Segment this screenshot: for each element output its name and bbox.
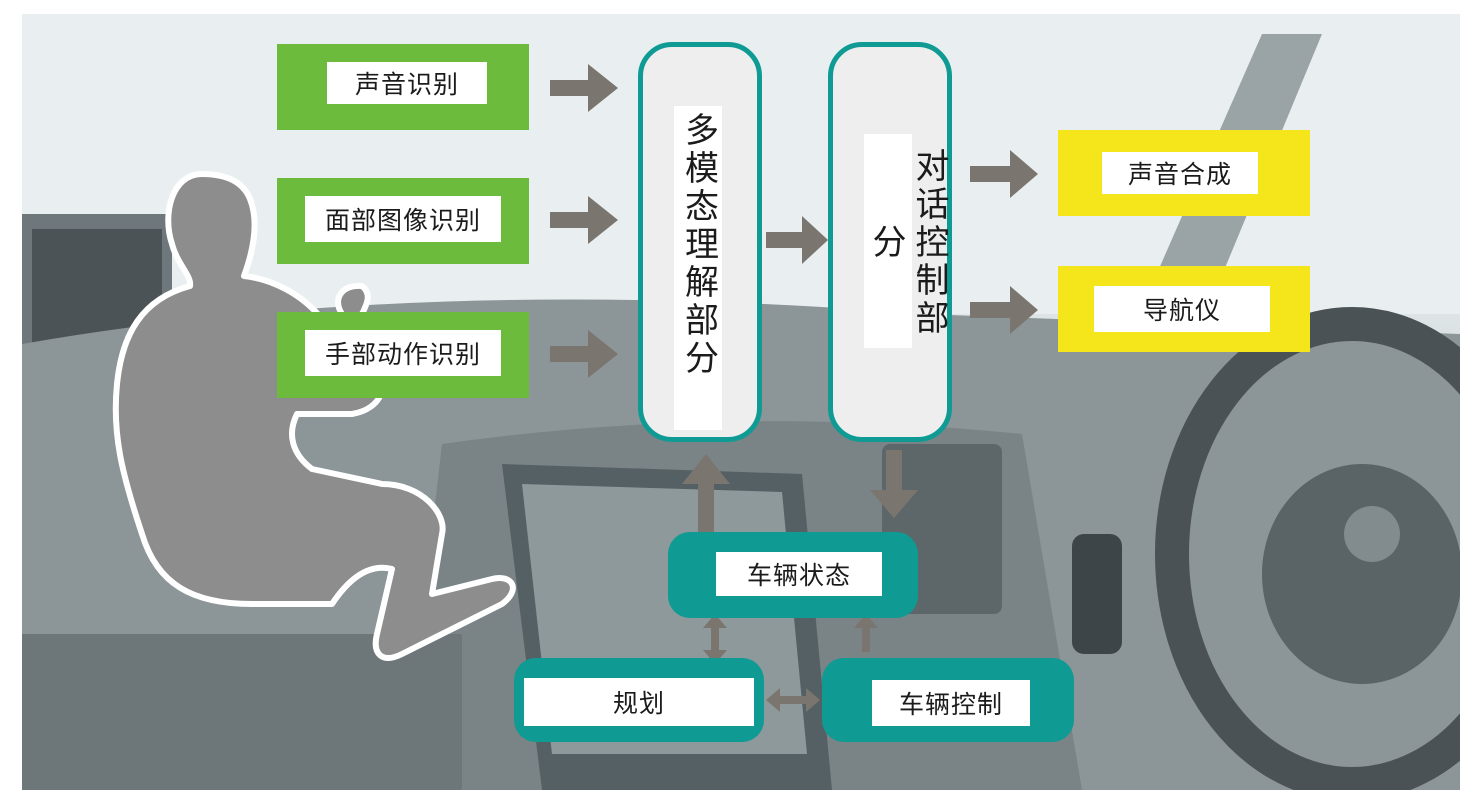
navigator-label: 导航仪: [1094, 286, 1270, 332]
speech-synthesis-label: 声音合成: [1102, 152, 1258, 194]
arrow-dialogue-to-navigator: [970, 286, 1038, 334]
vehicle-control-label: 车辆控制: [872, 680, 1030, 726]
vehicle-state-label: 车辆状态: [716, 552, 882, 596]
face-recognition-box: 面部图像识别: [277, 178, 529, 264]
arrow-vehicle-state-planning: [703, 614, 727, 664]
arrow-vehicle-control-to-vehicle-state: [854, 614, 878, 652]
arrow-dialogue-to-speech-synthesis: [970, 150, 1038, 198]
arrow-dialogue-to-vehicle-state: [870, 450, 918, 518]
vehicle-state-box: 车辆状态: [668, 532, 918, 618]
voice-recognition-label: 声音识别: [327, 62, 487, 104]
multimodal-understanding-label: 多模态理解部分: [674, 106, 722, 430]
arrow-multimodal-to-dialogue: [766, 216, 828, 264]
arrow-hand-to-multimodal: [550, 330, 618, 378]
speech-synthesis-box: 声音合成: [1058, 130, 1310, 216]
navigator-box: 导航仪: [1058, 266, 1310, 352]
voice-recognition-box: 声音识别: [277, 44, 529, 130]
hand-gesture-recognition-label: 手部动作识别: [305, 330, 501, 376]
arrow-voice-to-multimodal: [550, 64, 618, 112]
car-interior-background: 声音识别 面部图像识别 手部动作识别 多模态理解部分 对话控制部分 声音合成 导…: [22, 14, 1460, 790]
hand-gesture-recognition-box: 手部动作识别: [277, 312, 529, 398]
dialogue-control-label: 对话控制部分: [864, 134, 912, 348]
planning-label: 规划: [524, 678, 754, 726]
planning-box: 规划: [514, 658, 764, 742]
vehicle-control-box: 车辆控制: [822, 658, 1074, 742]
arrow-face-to-multimodal: [550, 196, 618, 244]
arrow-vehicle-state-to-multimodal: [682, 454, 730, 532]
face-recognition-label: 面部图像识别: [305, 196, 501, 242]
arrow-planning-vehicle-control: [766, 688, 820, 712]
